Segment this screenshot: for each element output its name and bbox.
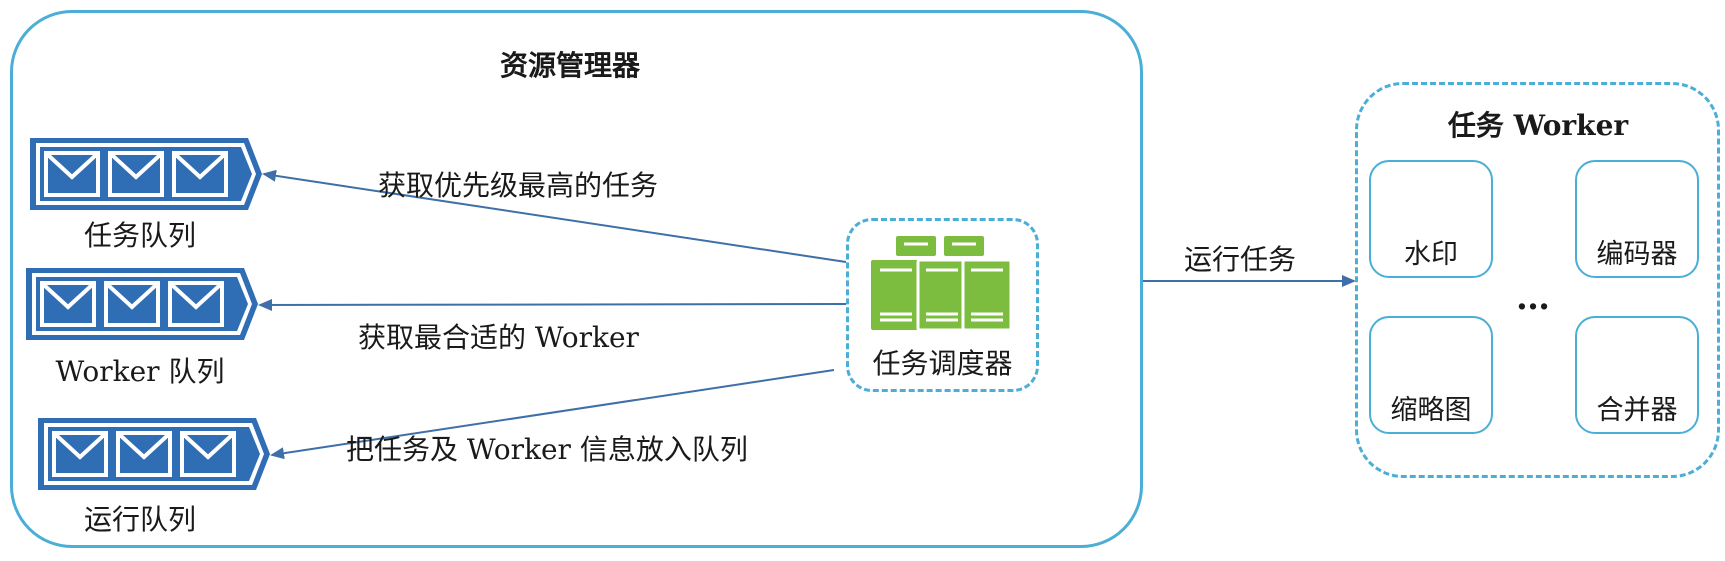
more-workers-ellipsis: … [1516,278,1550,318]
worker-label: 缩略图 [1390,395,1472,426]
worker-encoder: 编码器 [1575,160,1699,278]
resource-manager-title: 资源管理器 [499,49,640,82]
envelope-icon [40,281,96,327]
envelope-icon [52,431,108,477]
run-queue-icon [38,418,270,490]
arrow-put-in-run-queue [270,369,835,460]
worker-watermark: 水印 [1369,160,1493,278]
envelope-icon [172,151,228,197]
scheduler-server-icon [871,236,1013,332]
arrow-get-highest-priority-task [262,169,847,263]
arrow-label-highest-priority: 获取优先级最高的任务 [378,169,659,202]
worker-queue-icon [26,268,258,340]
task-scheduler-label: 任务调度器 [872,347,1013,380]
task-queue-icon [30,138,262,210]
envelope-icon [168,281,224,327]
task-queue-label: 任务队列 [83,219,196,252]
run-task-label: 运行任务 [1184,243,1297,276]
resource-manager-panel [10,10,1143,548]
task-worker-panel [1355,82,1720,478]
envelope-icon [108,151,164,197]
envelope-icon [104,281,160,327]
envelope-icon [116,431,172,477]
arrow-get-best-worker [258,298,847,311]
envelope-icon [180,431,236,477]
worker-merger: 合并器 [1575,316,1699,434]
worker-label: 水印 [1404,239,1458,270]
worker-thumbnail: 缩略图 [1369,316,1493,434]
worker-label: 合并器 [1596,395,1678,426]
run-queue-label: 运行队列 [83,503,196,536]
worker-queue-label: Worker 队列 [55,355,225,388]
worker-label: 编码器 [1596,239,1678,270]
task-scheduler [846,218,1039,392]
envelope-icon [44,151,100,197]
task-worker-title: 任务 Worker [1447,109,1629,142]
arrow-label-put-in-queue: 把任务及 Worker 信息放入队列 [346,433,748,466]
arrow-label-best-worker: 获取最合适的 Worker [358,321,639,354]
